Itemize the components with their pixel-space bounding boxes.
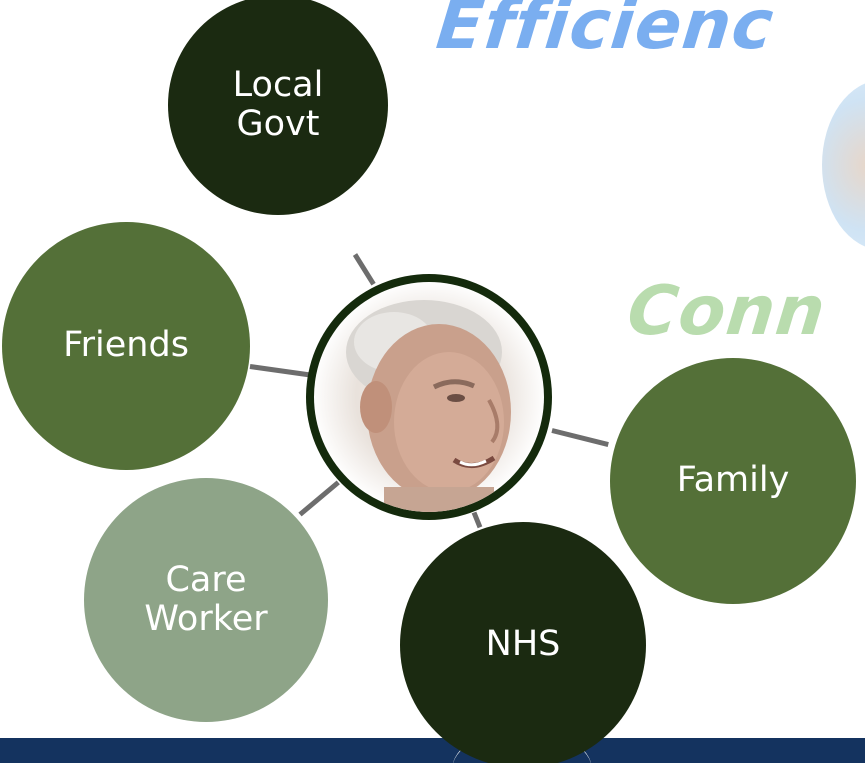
node-nhs: NHS <box>400 522 646 763</box>
node-friends: Friends <box>2 222 250 470</box>
center-photo <box>306 274 552 520</box>
node-care-worker: Care Worker <box>84 478 328 722</box>
connector-family <box>551 428 609 447</box>
node-local-govt: Local Govt <box>168 0 388 215</box>
connector-nhs <box>471 511 483 529</box>
connector-friends <box>249 364 310 378</box>
headline-connect: Conn <box>623 272 830 351</box>
connector-local-govt <box>352 253 376 286</box>
elderly-man-photo-icon <box>314 282 544 512</box>
side-photo-icon <box>822 80 865 250</box>
headline-efficiency: Efficienc <box>432 0 778 65</box>
bottom-bar <box>0 738 865 763</box>
node-family: Family <box>610 358 856 604</box>
